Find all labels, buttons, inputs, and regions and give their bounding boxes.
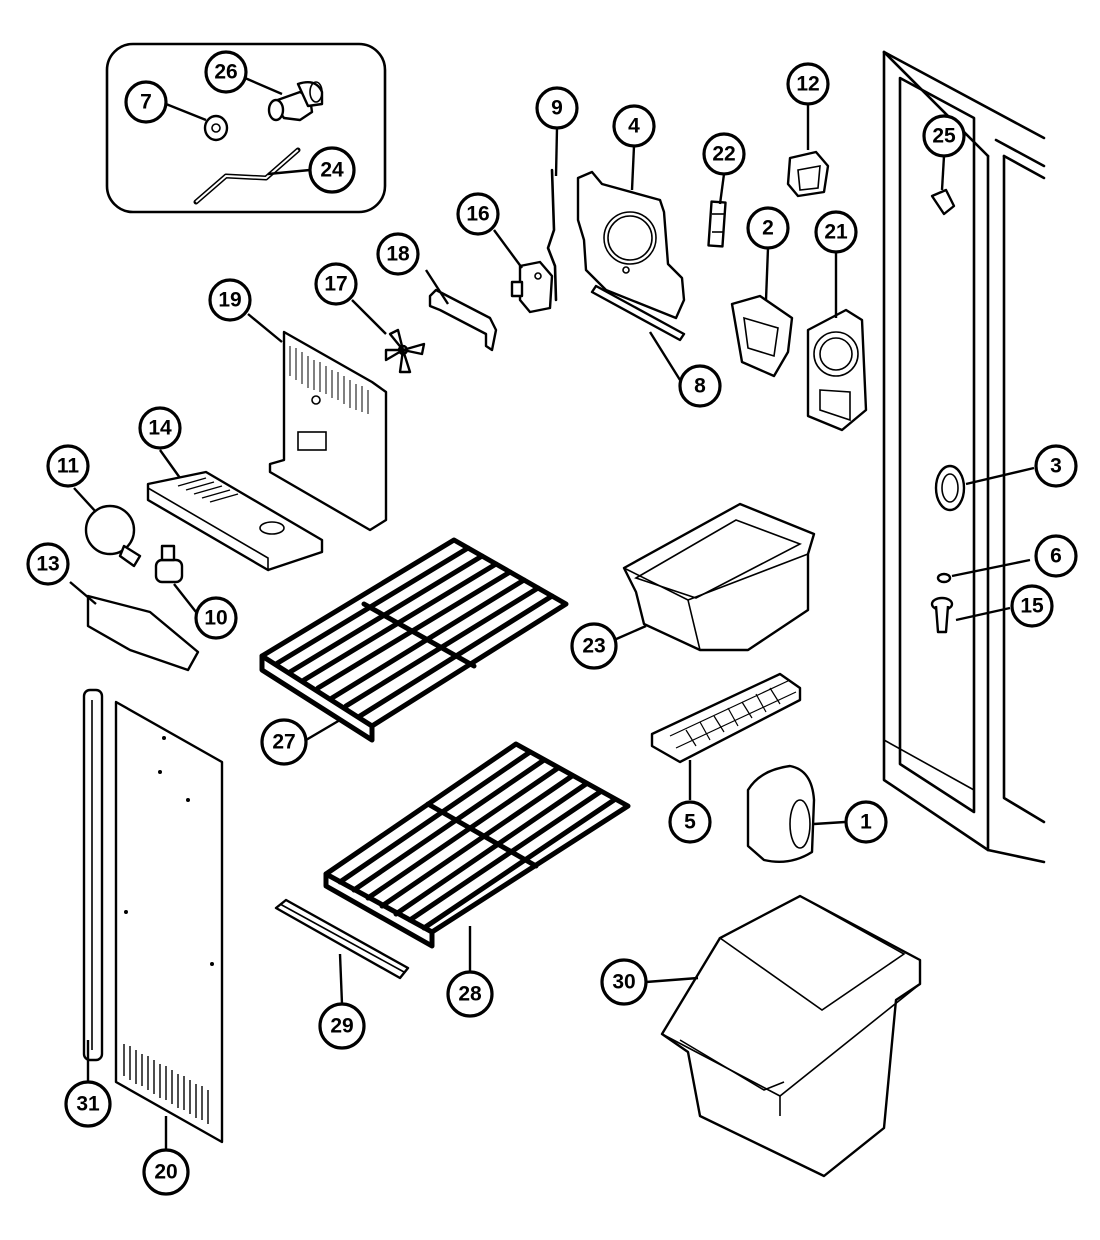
callout-21: 21 xyxy=(814,210,858,254)
callout-9-label: 9 xyxy=(551,97,563,120)
callout-17-label: 17 xyxy=(324,273,347,296)
callout-20: 20 xyxy=(142,1148,190,1196)
callout-16-label: 16 xyxy=(466,203,489,226)
callout-24-label: 24 xyxy=(320,159,344,182)
callout-12-label: 12 xyxy=(796,73,819,96)
button-part xyxy=(930,188,956,216)
callout-8: 8 xyxy=(678,364,722,408)
rear-cover-part xyxy=(268,330,388,532)
callout-25-label: 25 xyxy=(932,125,956,148)
fan-motor-part xyxy=(510,260,554,314)
callout-2-label: 2 xyxy=(762,217,774,240)
callout-12: 12 xyxy=(786,62,830,106)
callout-30-label: 30 xyxy=(612,971,635,994)
callout-5-label: 5 xyxy=(684,811,696,834)
callout-16: 16 xyxy=(456,192,500,236)
callout-14-label: 14 xyxy=(148,417,172,440)
callout-8-label: 8 xyxy=(694,375,706,398)
callout-23: 23 xyxy=(570,622,618,670)
callout-29-label: 29 xyxy=(330,1015,353,1038)
ice-bucket-part xyxy=(622,502,816,652)
callout-23-label: 23 xyxy=(582,635,605,658)
ice-bin-cover-part xyxy=(746,764,816,863)
callout-7-label: 7 xyxy=(140,91,152,114)
fan-shroud-part xyxy=(806,308,868,432)
plug-part xyxy=(786,150,830,198)
callout-4-label: 4 xyxy=(628,115,640,138)
callout-26: 26 xyxy=(204,50,248,94)
callout-19: 19 xyxy=(208,278,252,322)
callout-15-label: 15 xyxy=(1020,595,1044,618)
callout-18: 18 xyxy=(376,232,420,276)
callout-31: 31 xyxy=(64,1080,112,1128)
callout-15: 15 xyxy=(1010,584,1054,628)
light-shield-part xyxy=(86,594,200,672)
control-housing-part xyxy=(146,470,324,572)
callout-25: 25 xyxy=(922,114,966,158)
callout-28-label: 28 xyxy=(458,983,482,1006)
callout-22: 22 xyxy=(702,132,746,176)
callout-28: 28 xyxy=(446,970,494,1018)
callout-6-label: 6 xyxy=(1050,545,1062,568)
light-bulb-part xyxy=(84,504,142,568)
fan-blade-part xyxy=(384,328,426,374)
callout-10-label: 10 xyxy=(204,607,227,630)
callout-31-label: 31 xyxy=(76,1093,100,1116)
callout-1-label: 1 xyxy=(860,811,872,834)
callout-7: 7 xyxy=(124,80,168,124)
callout-24: 24 xyxy=(308,146,356,194)
callout-22-label: 22 xyxy=(712,143,735,166)
light-socket-part xyxy=(154,544,184,584)
callout-4: 4 xyxy=(612,104,656,148)
callout-13: 13 xyxy=(26,542,70,586)
ice-tray-part xyxy=(650,672,802,764)
callout-5: 5 xyxy=(668,800,712,844)
fastener-part xyxy=(930,596,954,634)
water-valve-part xyxy=(267,81,324,122)
callout-11-label: 11 xyxy=(57,455,80,478)
tube-part xyxy=(193,147,301,205)
side-trim-part xyxy=(82,688,104,1062)
callout-21-label: 21 xyxy=(824,221,848,244)
callout-3-label: 3 xyxy=(1050,455,1062,478)
callout-27-label: 27 xyxy=(272,731,295,754)
inset-box xyxy=(105,42,387,214)
callout-3: 3 xyxy=(1034,444,1078,488)
leader-lines xyxy=(69,76,1035,1150)
storage-bin-part xyxy=(660,894,922,1178)
lower-wire-shelf-part xyxy=(323,741,631,949)
callout-30: 30 xyxy=(600,958,648,1006)
callout-26-label: 26 xyxy=(214,61,237,84)
screw-part xyxy=(936,572,952,584)
callout-9: 9 xyxy=(535,86,579,130)
door-cover-part xyxy=(934,464,966,512)
callout-10: 10 xyxy=(194,596,238,640)
callout-18-label: 18 xyxy=(386,243,410,266)
motor-bracket-part xyxy=(428,288,498,352)
cabinet-door-outline xyxy=(882,50,1046,864)
mounting-plate-part xyxy=(576,170,686,320)
air-duct-part xyxy=(730,294,794,378)
callout-27: 27 xyxy=(260,718,308,766)
callout-13-label: 13 xyxy=(36,553,59,576)
callout-2: 2 xyxy=(746,206,790,250)
callout-29: 29 xyxy=(318,1002,366,1050)
washer-part xyxy=(203,114,229,142)
upper-wire-shelf-part xyxy=(259,537,569,743)
callout-17: 17 xyxy=(314,262,358,306)
callout-20-label: 20 xyxy=(154,1161,177,1184)
callout-14: 14 xyxy=(138,406,182,450)
seal-part xyxy=(707,200,727,248)
shelf-trim-part xyxy=(274,898,410,980)
callout-6: 6 xyxy=(1034,534,1078,578)
callout-19-label: 19 xyxy=(218,289,241,312)
rear-panel-part xyxy=(114,700,224,1144)
wire-part xyxy=(546,168,558,302)
callout-1: 1 xyxy=(844,800,888,844)
callout-11: 11 xyxy=(46,444,90,488)
insulation-strip-part xyxy=(590,284,686,342)
